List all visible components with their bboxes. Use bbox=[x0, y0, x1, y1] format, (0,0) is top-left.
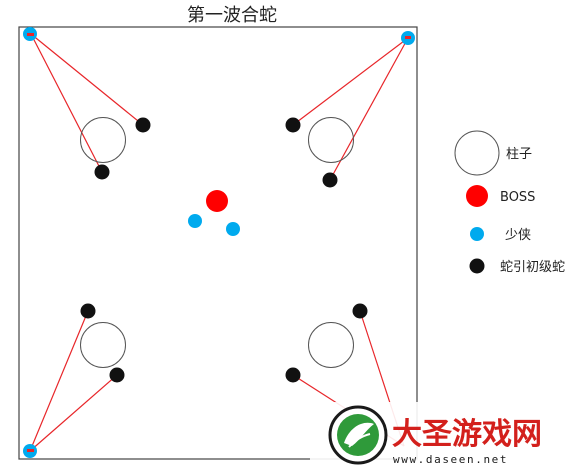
legend-snake-label: 蛇引初级蛇 bbox=[500, 260, 565, 275]
pillars bbox=[80, 117, 354, 368]
pillar-top-left bbox=[80, 117, 126, 163]
guide-line bbox=[30, 33, 103, 173]
legend-pillar-icon bbox=[454, 130, 500, 176]
snake-marker bbox=[94, 164, 110, 180]
guide-line bbox=[329, 37, 409, 181]
watermark-site-name: 大圣游戏网 bbox=[392, 417, 542, 452]
arena-frame bbox=[18, 26, 418, 460]
guide-line bbox=[29, 310, 89, 452]
snake-marker bbox=[322, 172, 338, 188]
snake-marker bbox=[80, 303, 96, 319]
corner-mark bbox=[27, 33, 34, 36]
corner-mark bbox=[27, 449, 34, 452]
guide-lines bbox=[29, 33, 409, 452]
corner-snake-marks bbox=[27, 33, 411, 452]
legend-player-label: 少侠 bbox=[505, 228, 531, 243]
pillar-bottom-right bbox=[308, 322, 354, 368]
snake-marker bbox=[352, 303, 368, 319]
snake-marker bbox=[285, 117, 301, 133]
watermark-url: www.daseen.net bbox=[393, 453, 508, 466]
pillar-top-right bbox=[308, 117, 354, 163]
snake-marker bbox=[285, 367, 301, 383]
player-marker bbox=[188, 214, 202, 228]
guide-line bbox=[292, 37, 409, 126]
pillar-bottom-left bbox=[80, 322, 126, 368]
corner-mark bbox=[405, 36, 411, 39]
legend-pillar-label: 柱子 bbox=[506, 147, 532, 162]
player-marker bbox=[226, 222, 240, 236]
legend-snake-icon bbox=[469, 258, 485, 274]
diagram-title: 第一波合蛇 bbox=[187, 5, 277, 26]
snake-marker bbox=[109, 367, 125, 383]
boss-marker bbox=[206, 190, 228, 212]
legend-boss-label: BOSS bbox=[500, 190, 535, 205]
legend-player-icon bbox=[470, 227, 484, 241]
legend-boss-icon bbox=[466, 185, 488, 207]
snake-marker bbox=[135, 117, 151, 133]
watermark: 大圣游戏网 www.daseen.net bbox=[310, 402, 576, 468]
legend: 柱子 BOSS 少侠 蛇引初级蛇 bbox=[454, 130, 565, 275]
guide-line bbox=[29, 374, 118, 452]
watermark-logo-icon bbox=[328, 405, 388, 465]
snakes bbox=[80, 117, 368, 383]
guide-line bbox=[30, 33, 144, 126]
